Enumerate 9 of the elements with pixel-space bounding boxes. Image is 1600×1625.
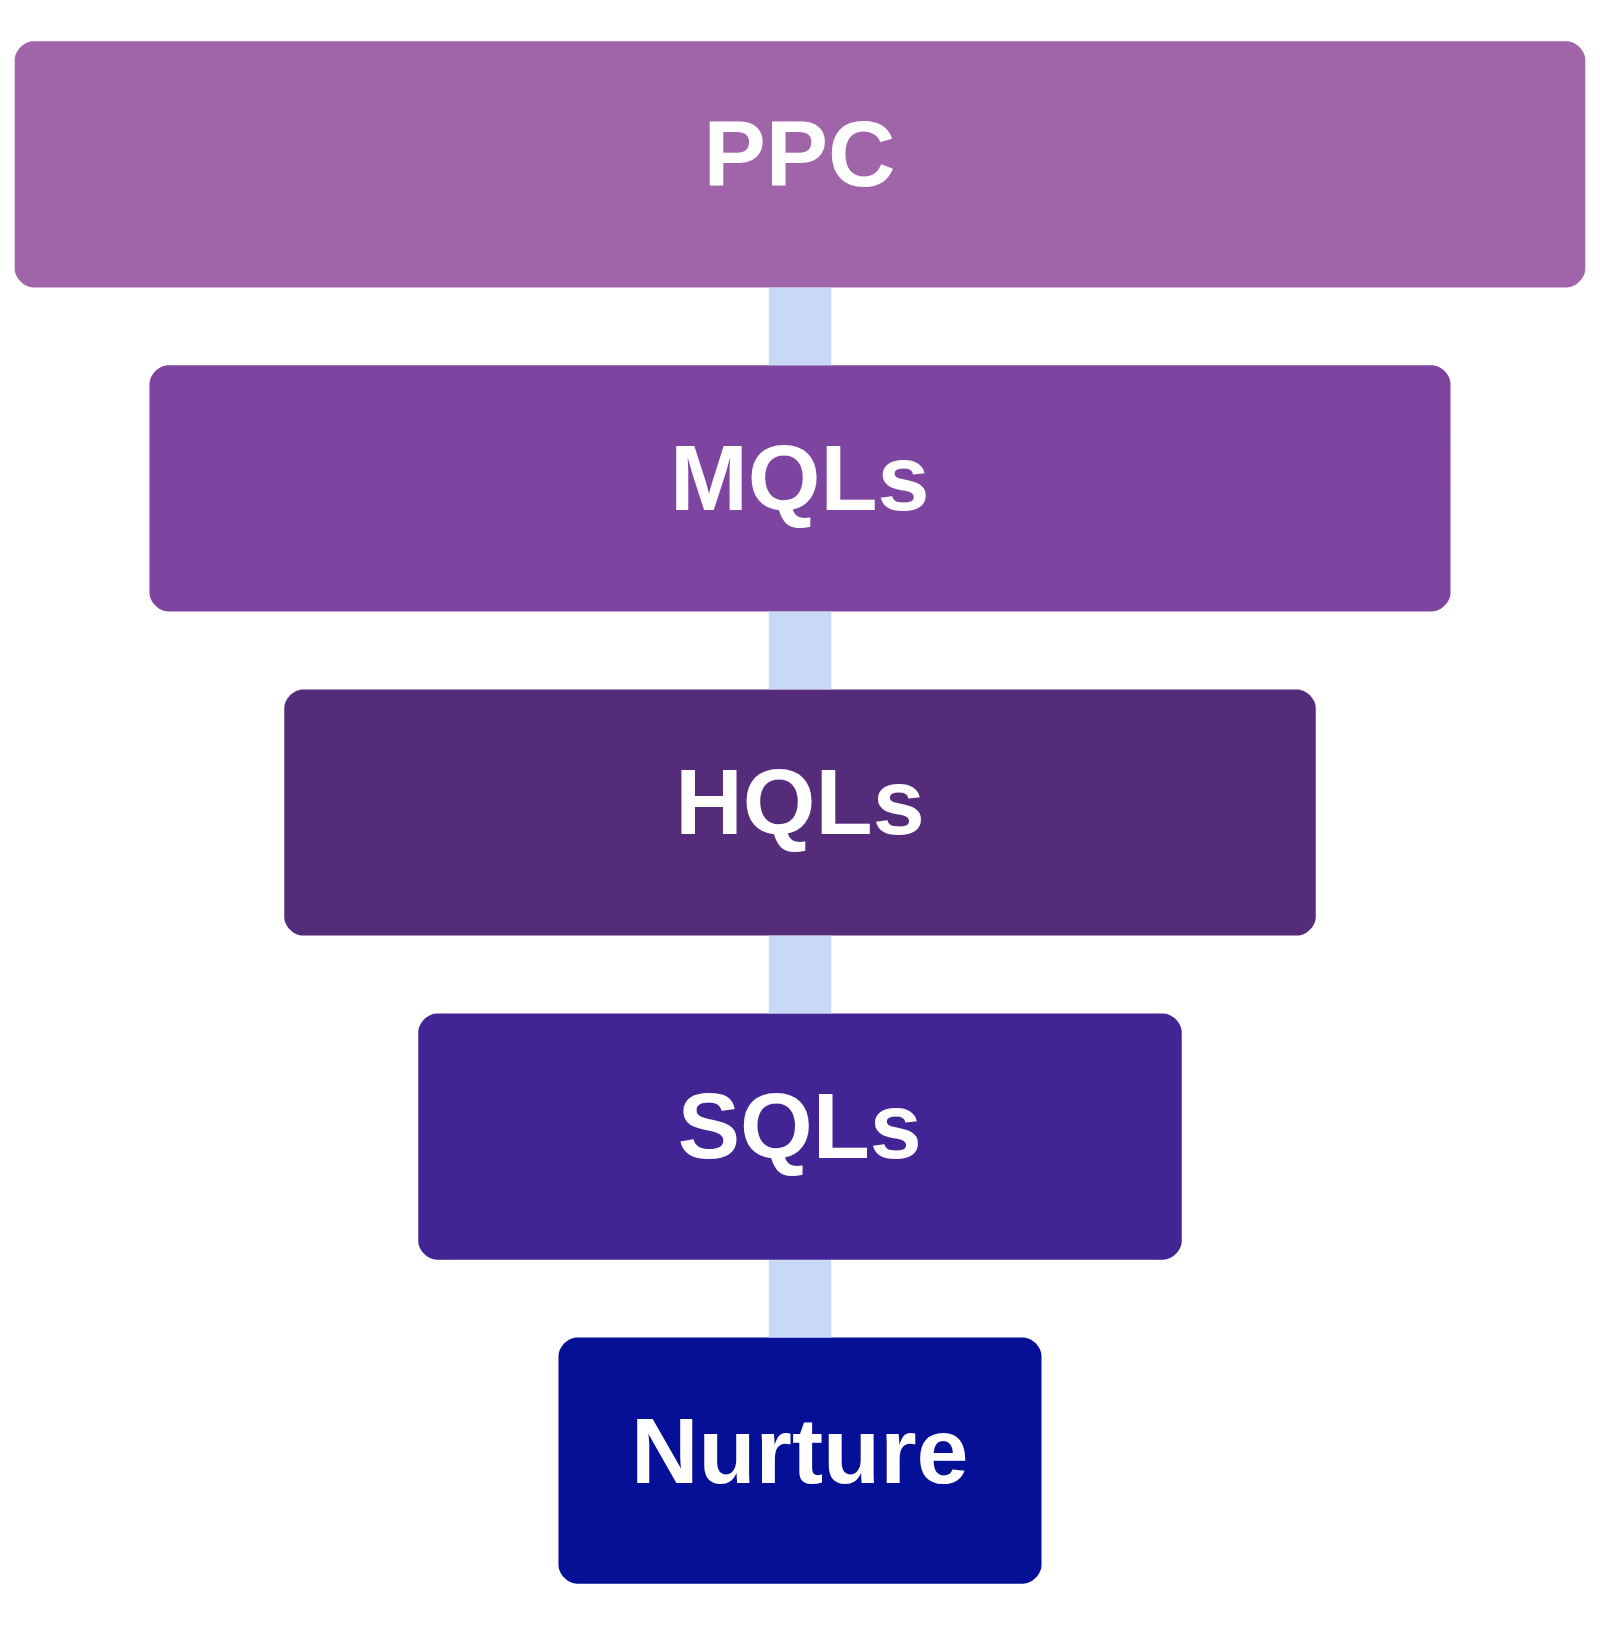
connector <box>768 1259 832 1338</box>
node-box: PPC <box>14 41 1586 288</box>
node-box: Nurture <box>558 1337 1042 1584</box>
node-box: MQLs <box>149 365 1451 612</box>
connector <box>768 611 832 690</box>
node-box: HQLs <box>284 689 1316 936</box>
node-box: SQLs <box>418 1013 1182 1260</box>
connector <box>768 287 832 366</box>
connector <box>768 935 832 1014</box>
